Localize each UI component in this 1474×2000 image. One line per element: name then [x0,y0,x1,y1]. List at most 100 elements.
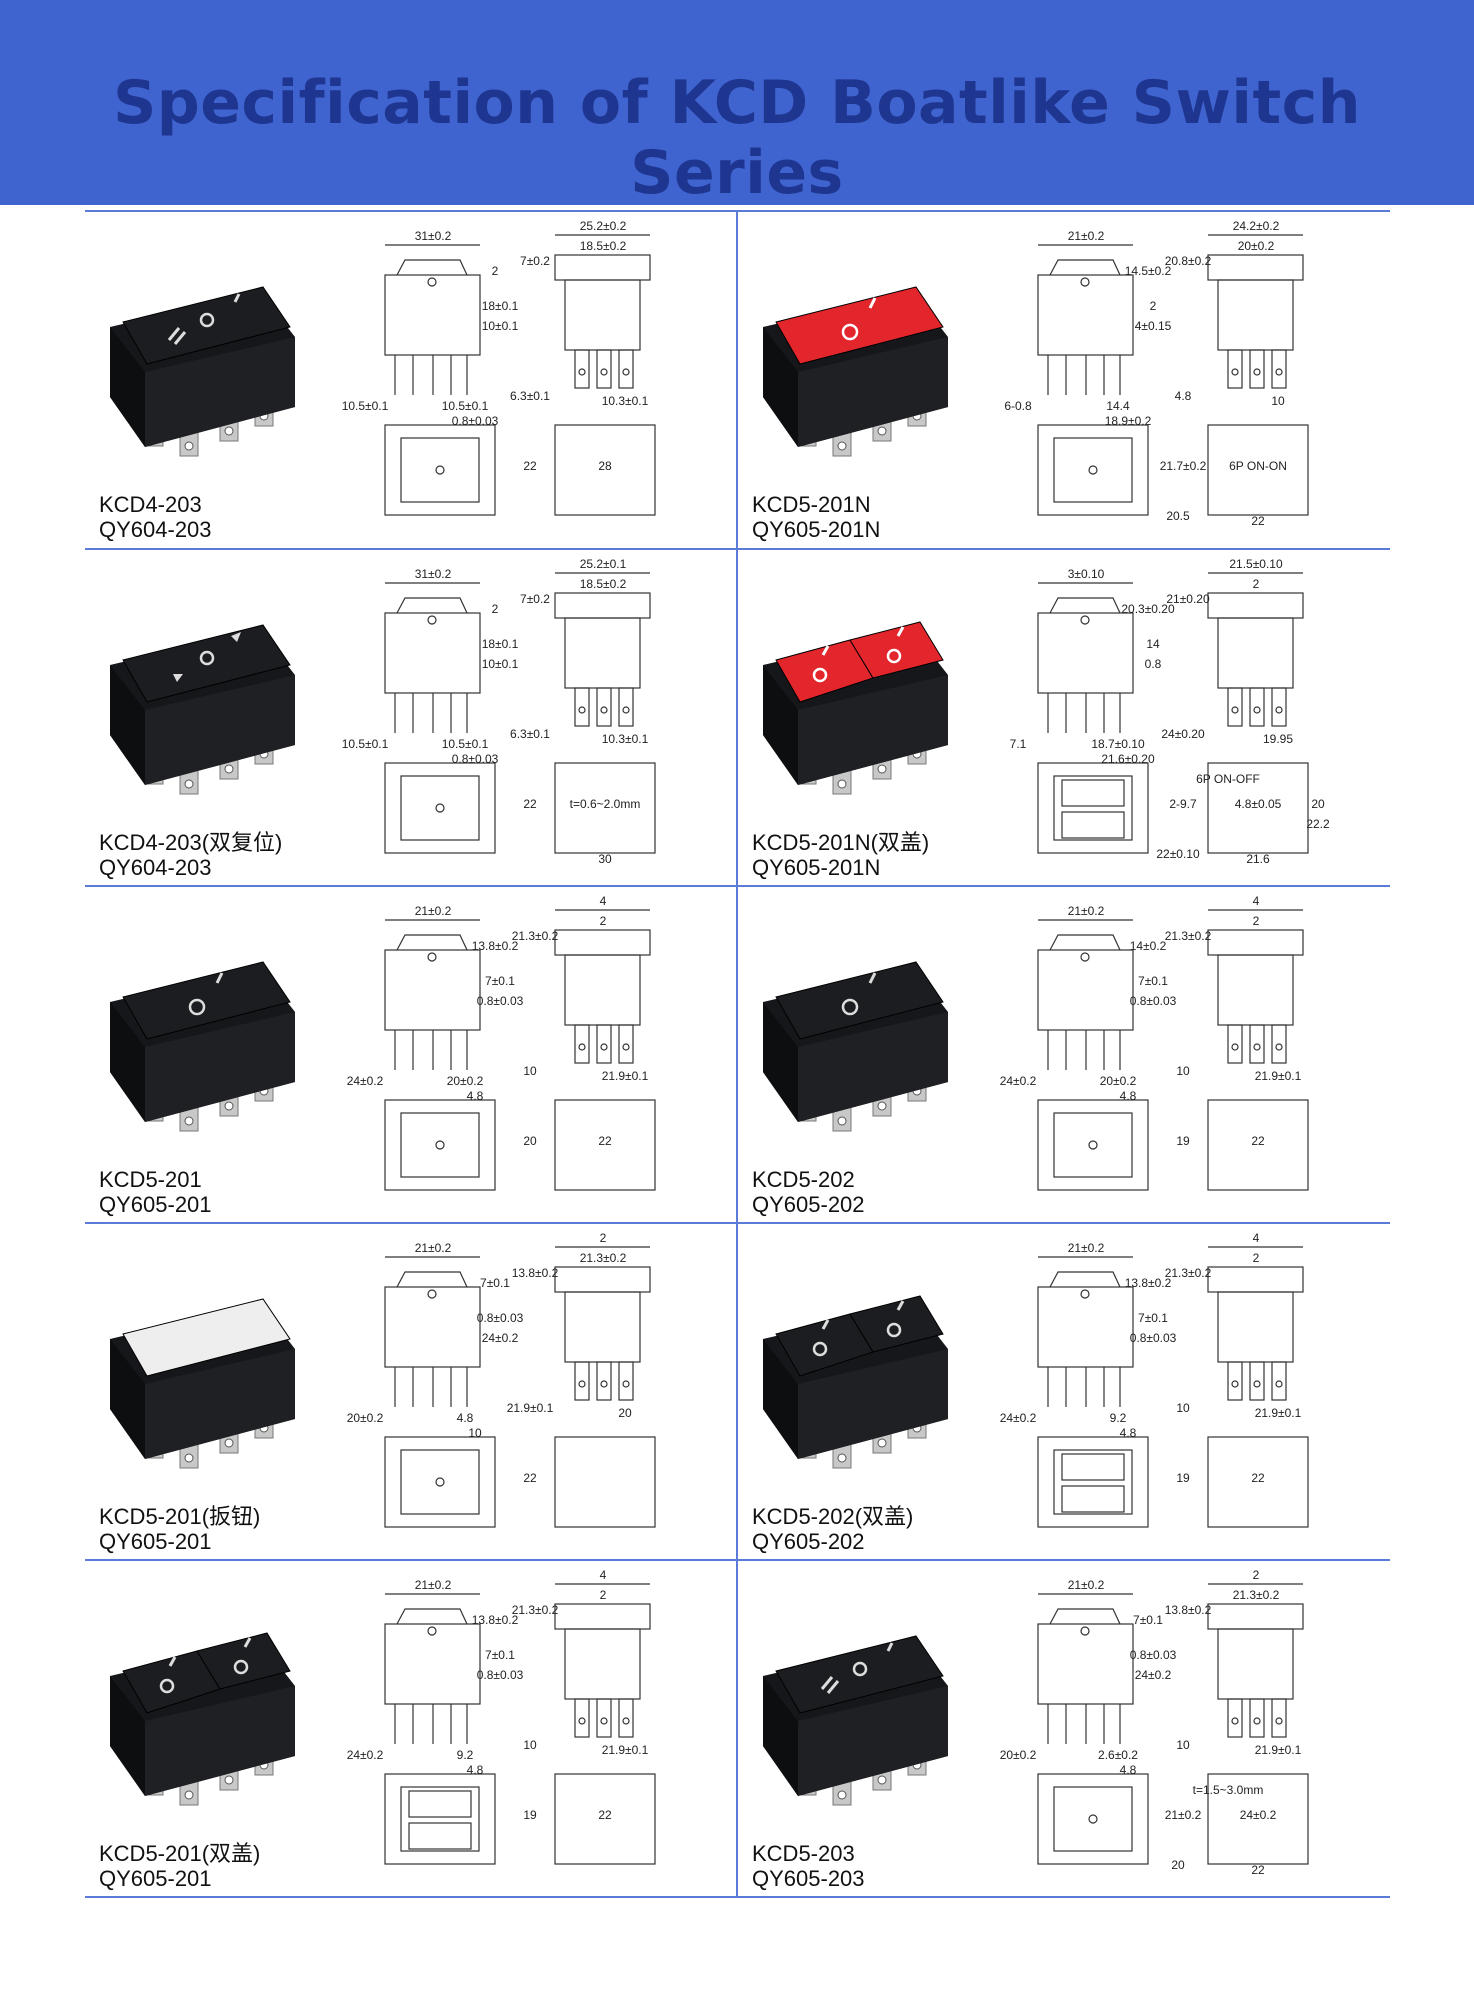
dimension-label: 4.8 [1120,1426,1137,1440]
dimension-label: 6.3±0.1 [510,727,550,741]
dimension-label: 7±0.1 [1138,1311,1168,1325]
dimension-label: 0.8±0.03 [452,414,499,428]
dimension-label: 0.8±0.03 [452,752,499,766]
dimension-label: 0.8±0.03 [1130,1331,1177,1345]
dimension-label: 10.5±0.1 [442,737,489,751]
dimension-drawing: 21±0.24221.3±0.214±0.27±0.10.8±0.0324±0.… [1000,894,1309,1191]
dimension-label: 2 [600,1232,607,1245]
product-photo [85,1244,315,1474]
dimension-label: 21±0.2 [1068,1241,1105,1255]
dimension-label: 14.5±0.2 [1125,264,1172,278]
dimension-label: 19 [1176,1134,1190,1148]
dimension-label: 10±0.1 [482,319,519,333]
dimension-label: 0.8±0.03 [477,1668,524,1682]
dimension-label: 19 [1176,1471,1190,1485]
dimension-label: 10.5±0.1 [342,737,389,751]
dimension-label: 21±0.2 [1165,1808,1202,1822]
dimension-label: 0.8 [1145,657,1162,671]
dimension-label: 22 [598,1808,612,1822]
dimension-label: 19 [523,1808,537,1822]
product-label: KCD5-202(双盖)QY605-202 [752,1504,913,1554]
switch-photo [763,621,948,795]
product-model: KCD5-201N(双盖) [752,830,930,855]
dimension-label: 14.4 [1106,399,1130,413]
dimension-label: 10 [1271,394,1285,408]
dimension-label: 2 [1253,577,1260,591]
dimension-label: 21.3±0.2 [512,1603,559,1617]
dimension-label: 4 [600,1569,607,1582]
dimension-label: 21±0.2 [415,1241,452,1255]
switch-photo [110,1298,295,1469]
dimension-label: 10 [523,1738,537,1752]
dimension-label: 24±0.2 [1000,1411,1037,1425]
dimension-label: 20±0.2 [447,1074,484,1088]
dimension-drawing: 21±0.2221.3±0.213.8±0.27±0.10.8±0.0324±0… [1000,1568,1309,1877]
dimension-label: 7±0.1 [1138,974,1168,988]
row-divider [85,1559,1390,1561]
product-code: QY605-201N [752,855,881,880]
dimension-label: 10.5±0.1 [442,399,489,413]
product-model: KCD5-201N [752,492,871,517]
switch-photo [763,1295,948,1469]
dimension-label: 6-0.8 [1004,399,1032,413]
dimension-label: 21.9±0.1 [602,1743,649,1757]
dimension-label: t=0.6~2.0mm [570,797,641,811]
dimension-label: 2 [1253,914,1260,928]
product-model: KCD5-202(双盖) [752,1504,914,1529]
dimension-label: 22 [523,797,537,811]
dimension-label: 10.3±0.1 [602,394,649,408]
dimension-label: 4 [600,895,607,908]
dimension-label: 7±0.1 [485,1648,515,1662]
dimension-label: 24±0.20 [1161,727,1205,741]
dimension-label: 10 [1176,1401,1190,1415]
product-label: KCD4-203(双复位)QY604-203 [99,830,282,880]
page-title: Specification of KCD Boatlike Switch Ser… [113,68,1361,208]
dimension-label: 31±0.2 [415,567,452,581]
product-code: QY605-201 [99,1529,212,1554]
row-divider [85,1222,1390,1224]
dimension-label: 4.8 [467,1763,484,1777]
dimension-label: 7±0.1 [485,974,515,988]
dimension-label: 2 [600,914,607,928]
product-photo [85,570,315,800]
dimension-label: 13.8±0.2 [472,1613,519,1627]
dimension-label: 2 [600,1588,607,1602]
row-divider [85,548,1390,550]
dimension-drawing: 21±0.24221.3±0.213.8±0.27±0.10.8±0.0324±… [347,1568,656,1865]
dimension-label: 4±0.15 [1135,319,1172,333]
dimension-label: 18.9±0.2 [1105,414,1152,428]
dimension-label: 18.7±0.10 [1091,737,1145,751]
dimension-label: 22 [523,1471,537,1485]
dimension-label: t=1.5~3.0mm [1193,1783,1264,1797]
product-photo [85,907,315,1137]
dimension-label: 21.9±0.1 [602,1069,649,1083]
dimension-label: 2-9.7 [1169,797,1197,811]
dimension-label: 21.3±0.2 [1165,929,1212,943]
dimension-label: 7±0.1 [1133,1613,1163,1627]
product-model: KCD4-203(双复位) [99,830,283,855]
dimension-label: 10 [1176,1738,1190,1752]
dimension-label: 3±0.10 [1068,567,1105,581]
dimension-label: 21±0.2 [415,904,452,918]
dimension-drawing: 21±0.2221.3±0.213.8±0.27±0.10.8±0.0324±0… [347,1231,656,1528]
dimension-label: 22 [598,1134,612,1148]
column-divider [736,210,738,1896]
dimension-label: 20 [523,1134,537,1148]
dimension-label: 7.1 [1010,737,1027,751]
dimension-label: 22±0.10 [1156,847,1200,861]
